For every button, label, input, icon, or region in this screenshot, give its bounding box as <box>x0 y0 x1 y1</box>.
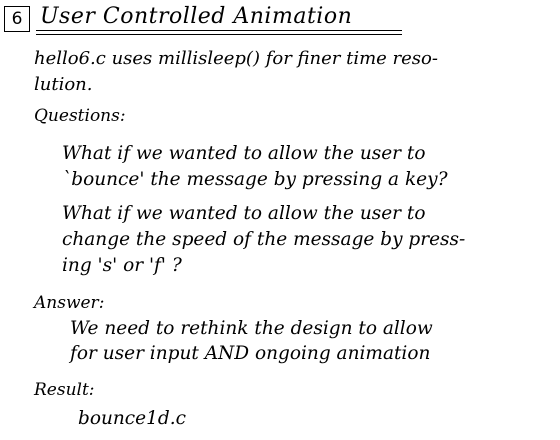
question-2-line-3: ing 's' or 'f' ? <box>62 255 182 276</box>
question-1-line-1: What if we wanted to allow the user to <box>62 143 426 164</box>
intro-line-2: lution. <box>34 74 93 95</box>
intro-line-1: hello6.c uses millisleep() for finer tim… <box>34 48 438 69</box>
answer-heading: Answer: <box>34 293 105 313</box>
title-underline <box>36 30 402 35</box>
result-heading: Result: <box>34 380 95 400</box>
questions-heading: Questions: <box>34 106 126 126</box>
question-1-line-2: `bounce' the message by pressing a key? <box>62 169 448 190</box>
result-filename: bounce1d.c <box>78 408 186 429</box>
answer-line-2: for user input AND ongoing animation <box>70 343 431 364</box>
question-2-line-1: What if we wanted to allow the user to <box>62 203 426 224</box>
answer-line-1: We need to rethink the design to allow <box>70 318 433 339</box>
slide-title: User Controlled Animation <box>40 4 353 29</box>
question-2-line-2: change the speed of the message by press… <box>62 229 466 250</box>
slide-number: 6 <box>4 6 30 32</box>
